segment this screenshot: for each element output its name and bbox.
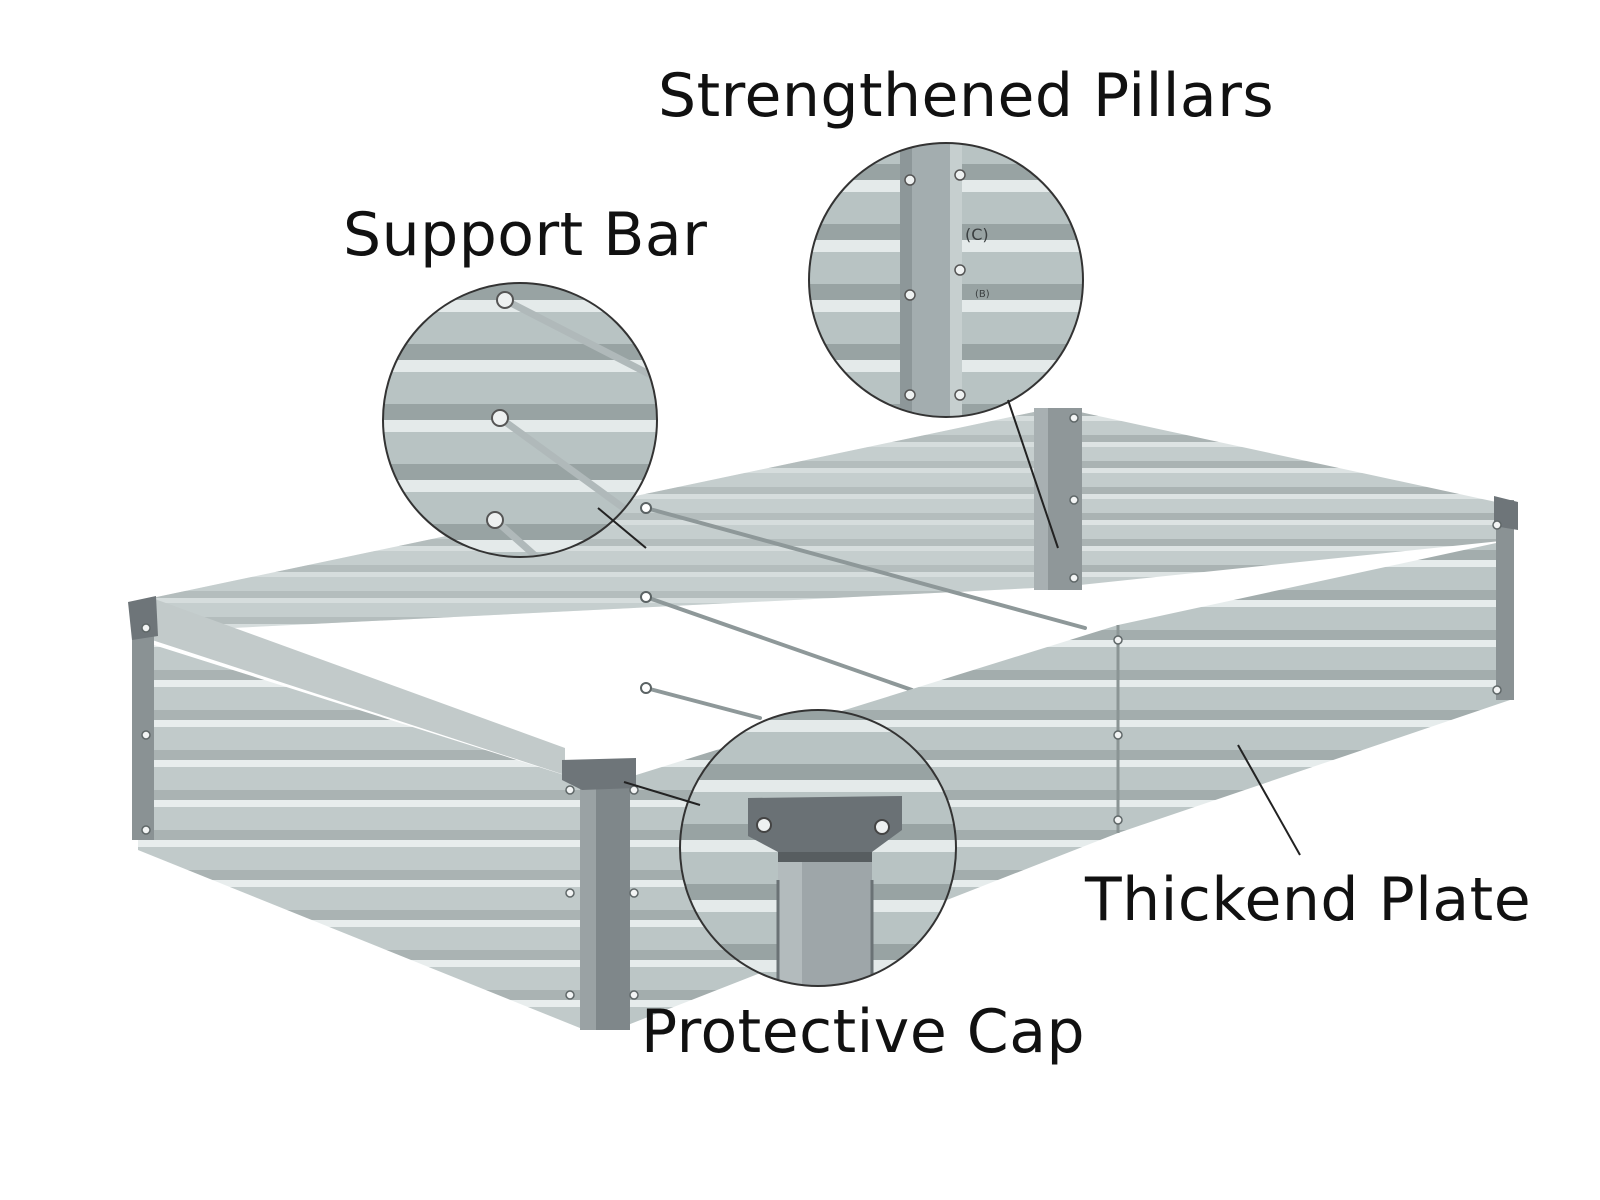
cap-zoom-bubble	[679, 709, 957, 987]
pillar-mark-c: (C)	[965, 225, 989, 244]
bed-left-outer-wall	[138, 640, 580, 1028]
callout-thickend-plate: Thickend Plate	[1085, 865, 1532, 935]
pillar-zoom-bubble: (C) (B)	[808, 142, 1084, 418]
corner-posts	[132, 408, 1514, 1030]
bed-right-inner-wall	[1080, 412, 1510, 585]
leader-plate	[1237, 744, 1301, 856]
bed-left-inner-wall	[152, 598, 565, 775]
leader-cap	[623, 781, 701, 806]
support-bars	[644, 506, 1087, 720]
leader-lines	[597, 399, 1301, 856]
support-bar-zoom-bubble	[382, 282, 658, 558]
pillar-mark-b: (B)	[975, 289, 990, 300]
callout-strengthened-pillars: Strengthened Pillars	[658, 61, 1275, 131]
leader-pillar	[1007, 399, 1059, 549]
callout-protective-cap: Protective Cap	[641, 997, 1086, 1067]
support-bar-bolts	[640, 502, 652, 694]
callout-support-bar: Support Bar	[343, 200, 708, 270]
leader-support-bar	[597, 507, 647, 549]
rivets	[141, 413, 1502, 1000]
